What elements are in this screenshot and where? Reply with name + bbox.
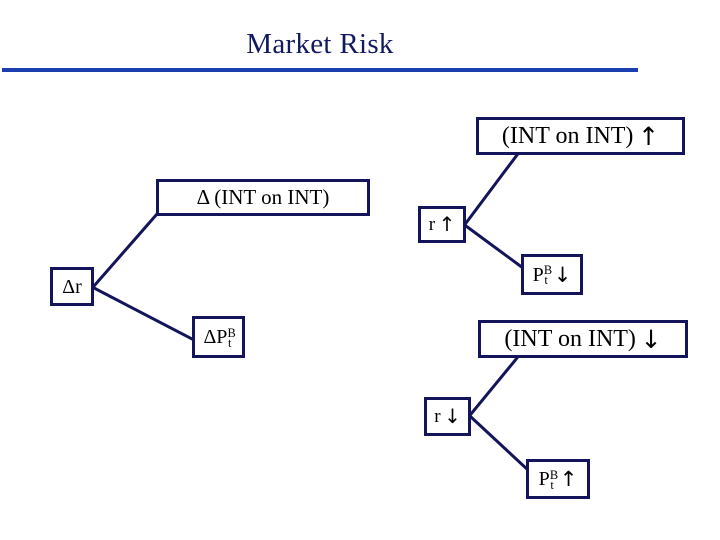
node-bond-price-up-superscript: B (549, 467, 559, 482)
edge-r-down-to-pt-up (468, 414, 531, 473)
node-delta-r-label: Δr (62, 275, 82, 298)
node-delta-bond-price-subscript: t (228, 335, 232, 350)
node-delta-bond-price-base: ΔP (203, 326, 228, 348)
node-bond-price-up-subscript: t (550, 477, 554, 492)
node-delta-bond-price-superscript: B (227, 325, 236, 340)
arrow-up-icon: ↑ (438, 212, 456, 237)
edge-r-up-to-int-on-int-up (463, 152, 520, 226)
arrow-down-icon: ↓ (640, 324, 662, 354)
node-int-on-int-up-label: (INT on INT) (501, 123, 634, 149)
node-delta-int-on-int-label: Δ (INT on INT) (196, 185, 330, 209)
node-r-up[interactable]: r ↑ (418, 206, 466, 243)
node-bond-price-down-base: P (532, 263, 544, 286)
node-int-on-int-down[interactable]: (INT on INT) ↓ (478, 320, 688, 358)
title-underline-rule (2, 68, 638, 72)
arrow-down-icon: ↓ (553, 262, 572, 287)
node-int-on-int-down-label: (INT on INT) (504, 326, 636, 352)
edge-delta-r-to-delta-pt (91, 285, 197, 343)
edge-r-down-to-int-on-int-down (468, 355, 520, 417)
arrow-up-icon: ↑ (559, 467, 578, 492)
node-r-down[interactable]: r ↓ (424, 397, 471, 436)
node-bond-price-down-superscript: B (543, 263, 553, 278)
node-delta-int-on-int[interactable]: Δ (INT on INT) (156, 179, 370, 216)
edge-delta-r-to-delta-int (91, 211, 160, 289)
node-int-on-int-up[interactable]: (INT on INT) ↑ (476, 117, 685, 155)
page-title: Market Risk (246, 28, 394, 60)
node-r-down-label: r (434, 406, 441, 427)
node-r-up-label: r (428, 214, 436, 235)
node-delta-r[interactable]: Δr (50, 267, 94, 306)
node-bond-price-down-subscript: t (544, 273, 548, 288)
arrow-down-icon: ↓ (444, 404, 461, 429)
edge-r-up-to-pt-down (463, 223, 526, 271)
arrow-up-icon: ↑ (637, 121, 660, 151)
node-bond-price-up-base: P (538, 468, 550, 490)
